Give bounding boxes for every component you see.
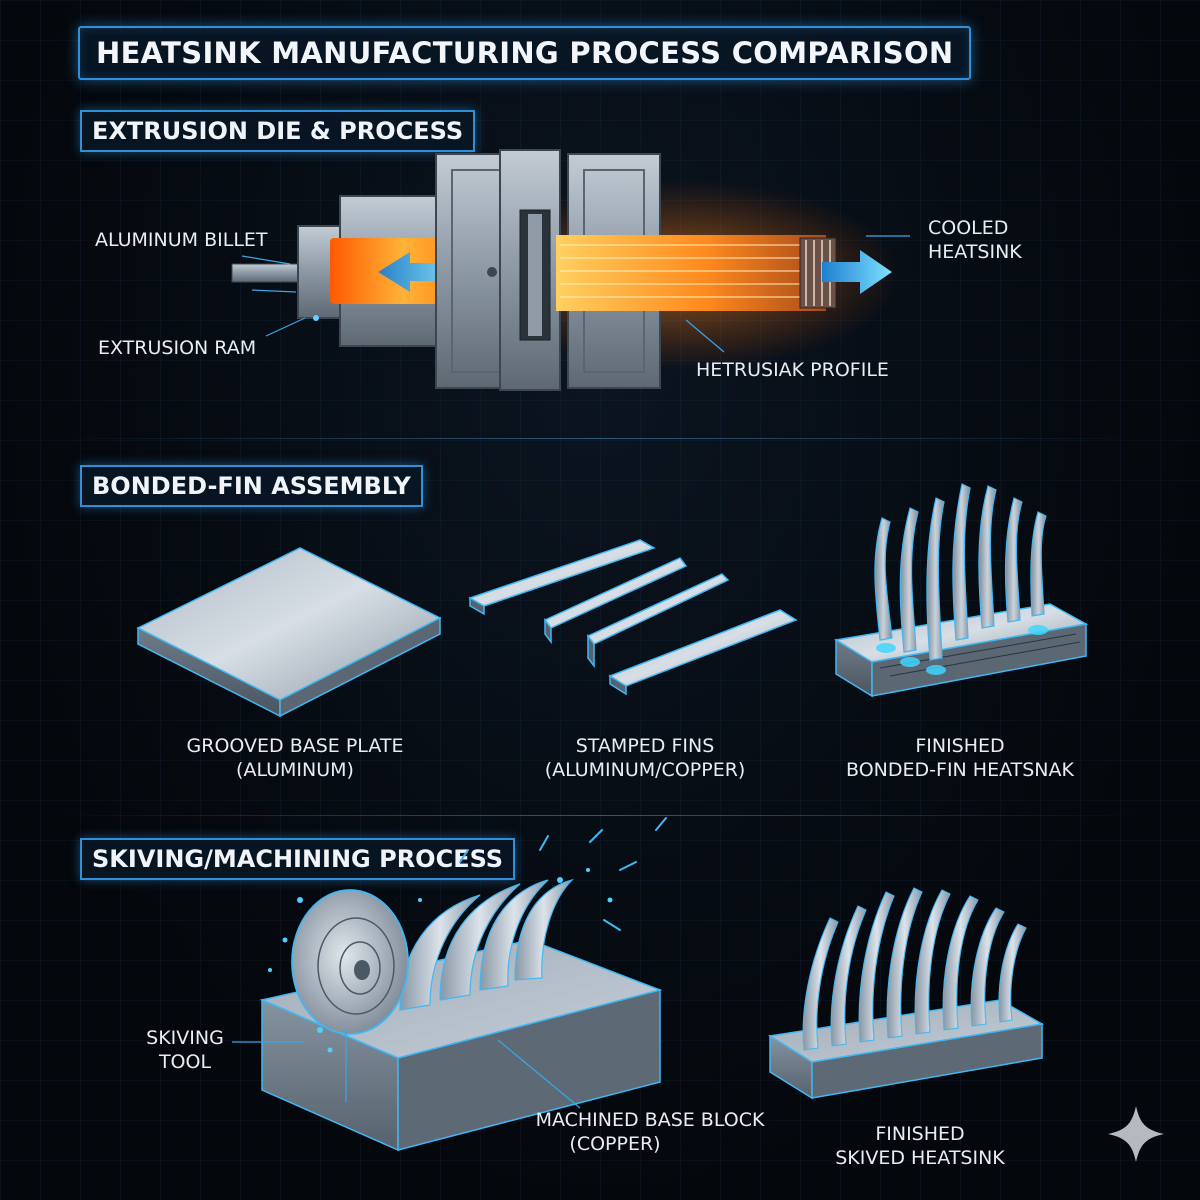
finished-skived-label-1: FINISHED <box>875 1123 965 1145</box>
base-plate-label-1: GROOVED BASE PLATE <box>186 735 404 757</box>
sparkle-icon <box>1108 1106 1164 1162</box>
billet-label: ALUMINUM BILLET <box>95 229 268 251</box>
stamped-fins-label-2: (ALUMINUM/COPPER) <box>544 759 746 781</box>
finished-bonded-label-1: FINISHED <box>915 735 1005 757</box>
cooled-heatsink-label-2: HEATSINK <box>928 241 1022 263</box>
section-divider-2 <box>60 815 1140 816</box>
ram-label: EXTRUSION RAM <box>98 337 257 359</box>
base-block-label-2: (COPPER) <box>569 1133 661 1155</box>
extrusion-heading: EXTRUSION DIE & PROCESS <box>80 110 476 152</box>
skiving-heading: SKIVING/MACHINING PROCESS <box>80 838 516 880</box>
bonded-heading: BONDED-FIN ASSEMBLY <box>80 465 423 507</box>
section-divider <box>60 438 1140 439</box>
page-title: HEATSINK MANUFACTURING PROCESS COMPARISO… <box>78 26 972 80</box>
finished-bonded-label-2: BONDED-FIN HEATSNAK <box>846 759 1074 781</box>
base-block-label-1: MACHINED BASE BLOCK <box>535 1109 765 1131</box>
skiving-tool-label-1: SKIVING <box>146 1027 224 1049</box>
profile-label: HETRUSIAK PROFILE <box>696 359 889 381</box>
cooled-heatsink-label-1: COOLED <box>928 217 1009 239</box>
finished-skived-label-2: SKIVED HEATSINK <box>835 1147 1005 1169</box>
extrusion-press-illustration <box>231 149 910 391</box>
base-plate-label-2: (ALUMINUM) <box>236 759 354 781</box>
stamped-fins-label-1: STAMPED FINS <box>575 735 715 757</box>
bonded-fin-illustration <box>136 483 1089 718</box>
skiving-tool-label-2: TOOL <box>158 1051 212 1073</box>
